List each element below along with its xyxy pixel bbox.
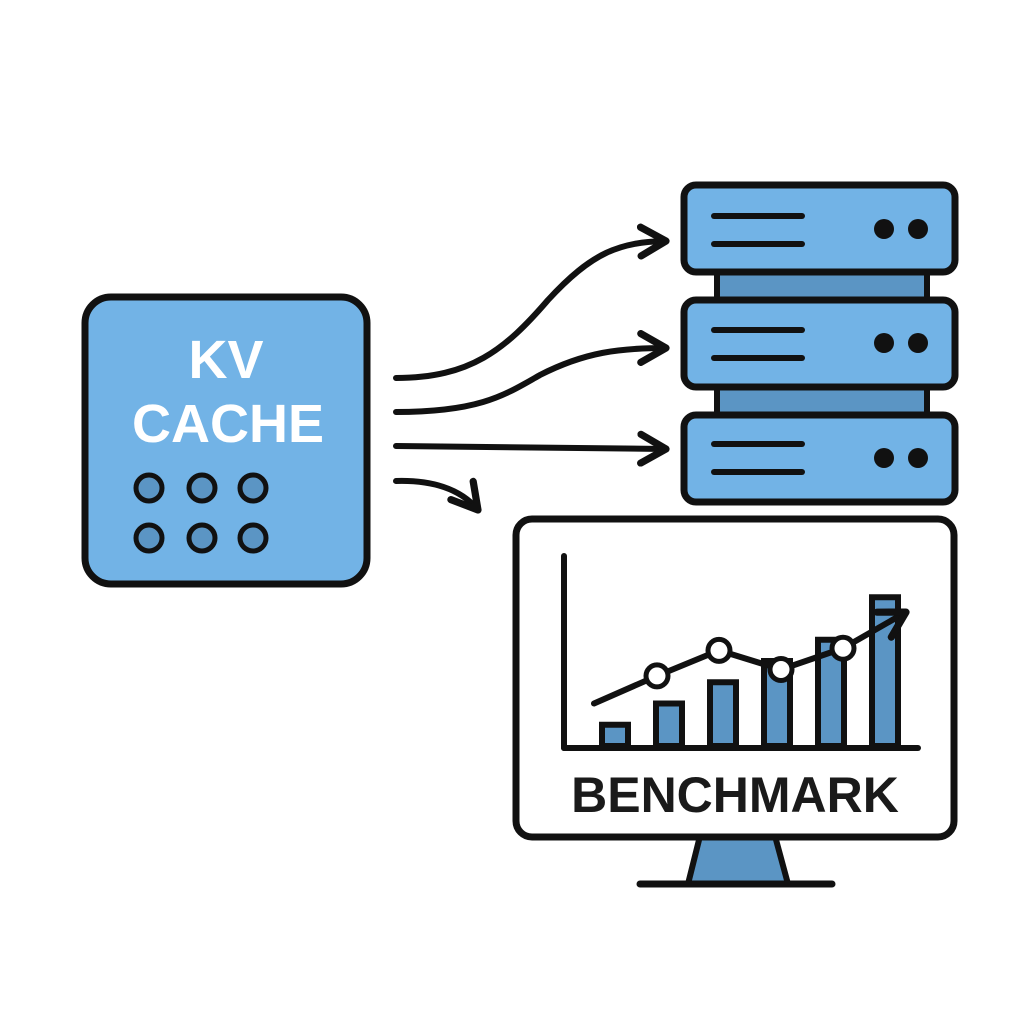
trend-point [705,636,733,664]
server-unit-3 [680,411,959,506]
server-led [908,448,928,468]
trend-point [767,656,795,683]
cache-dot [133,522,165,554]
trend-point [643,662,671,690]
trend-point [829,634,857,662]
cache-dot [237,522,269,554]
chart-bar [707,679,739,749]
server-unit-body [680,296,959,391]
chart-bar [653,700,685,749]
arrow-to-server-1 [393,223,670,381]
chart-bar [599,721,631,749]
arrow-to-benchmark [393,477,482,514]
arrow-to-server-3 [393,430,670,467]
server-led [908,219,928,239]
kv-cache-box [81,293,371,588]
server-led [874,448,894,468]
cache-dot [237,472,269,504]
cache-dot [186,522,218,554]
server-led [874,219,894,239]
connector-arrows [393,223,670,514]
benchmark-chart [561,553,921,751]
kv-cache-block: KV CACHE [81,293,371,588]
server-stack [680,181,959,506]
server-unit-2 [680,296,959,391]
server-led [908,333,928,353]
server-led [874,333,894,353]
kv-cache-title-line1: KV [188,330,263,390]
server-unit-body [680,411,959,506]
chart-trend [591,608,910,707]
cache-dot-grid [133,472,269,554]
monitor-screen [512,515,958,841]
cache-dot [186,472,218,504]
benchmark-monitor: BENCHMARK [512,515,958,888]
arrow-to-server-2 [393,330,670,415]
cache-dot [133,472,165,504]
server-unit-body [680,181,959,276]
benchmark-label: BENCHMARK [571,767,899,823]
monitor-stand-neck [685,833,791,887]
server-unit-1 [680,181,959,276]
kv-cache-title-line2: CACHE [132,394,324,454]
